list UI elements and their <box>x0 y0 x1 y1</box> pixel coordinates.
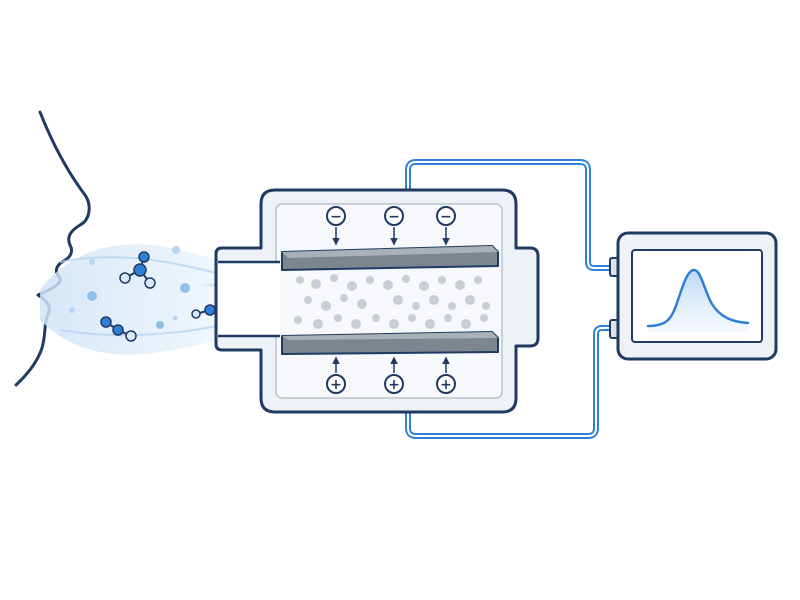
svg-text:+: + <box>330 377 342 393</box>
negative-charge-icon: − <box>436 206 456 246</box>
gaussian-peak-curve-icon <box>646 268 750 332</box>
negative-charge-icon: − <box>384 206 404 246</box>
svg-text:+: + <box>440 377 452 393</box>
sensor-chamber-icon <box>214 188 540 414</box>
sensing-film <box>294 274 490 329</box>
molecule-icon <box>100 316 137 342</box>
svg-text:−: − <box>388 209 400 225</box>
positive-charge-icon: + <box>326 356 346 394</box>
signal-monitor-icon <box>609 231 778 361</box>
svg-text:+: + <box>388 377 400 393</box>
svg-text:−: − <box>440 209 452 225</box>
positive-charge-icon: + <box>436 356 456 394</box>
inlet-channel <box>218 262 280 336</box>
svg-text:−: − <box>330 209 342 225</box>
molecule-icon <box>119 251 156 289</box>
signal-wires <box>405 159 615 439</box>
charge-markers-top: − − − <box>326 206 456 246</box>
human-face-profile-icon <box>14 110 91 387</box>
top-electrode <box>281 245 499 271</box>
charge-markers-bottom: + + + <box>326 356 456 394</box>
bottom-electrode <box>281 331 499 355</box>
positive-charge-icon: + <box>384 356 404 394</box>
negative-charge-icon: − <box>326 206 346 246</box>
